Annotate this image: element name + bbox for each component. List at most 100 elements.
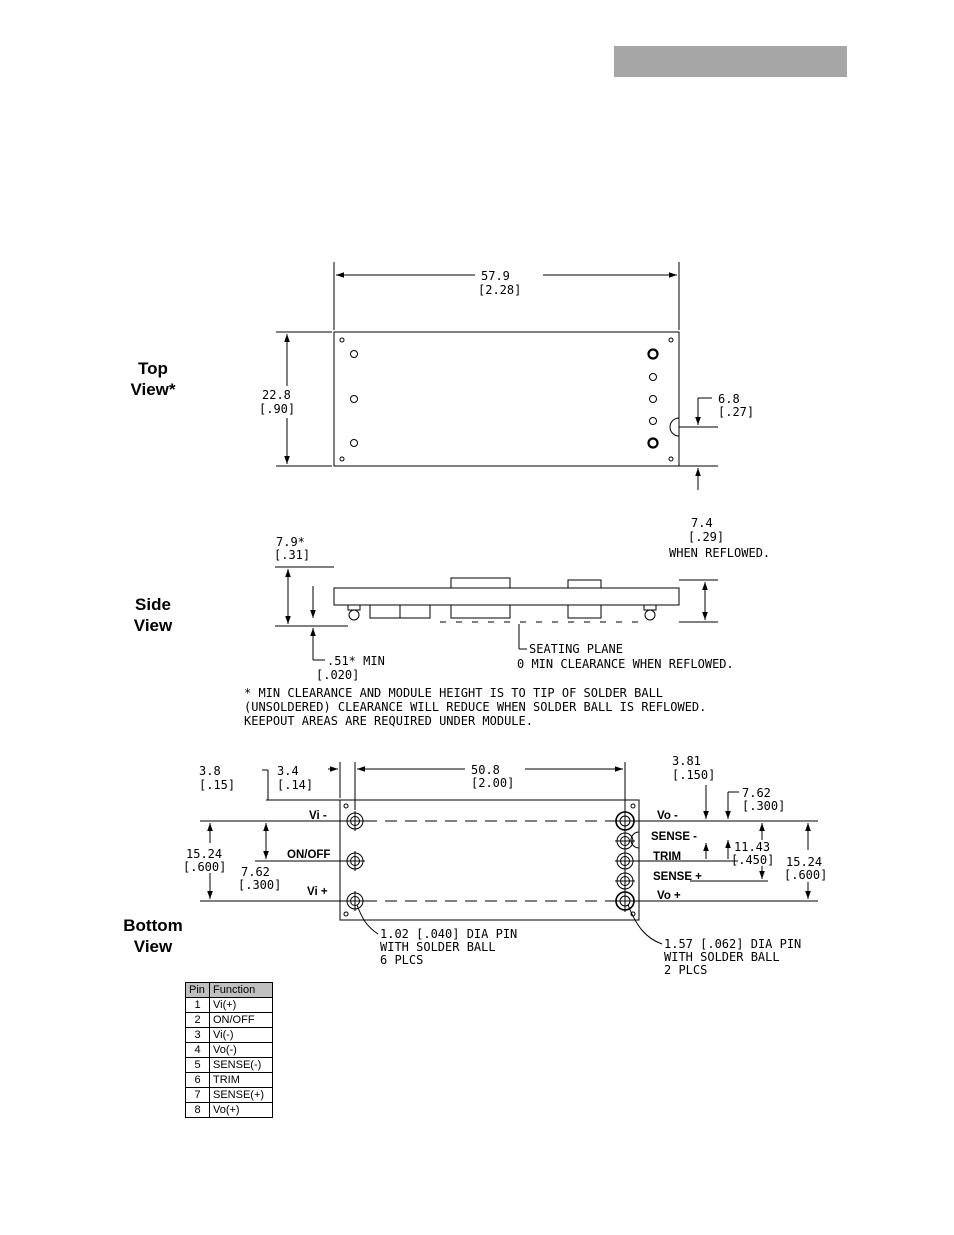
pin-stub xyxy=(347,604,361,611)
top-view-outline xyxy=(333,331,680,467)
dim-e-mm: 7.62 xyxy=(742,786,771,800)
dim-module-height-mm: 7.9* xyxy=(276,535,305,549)
top-view-dimensions: 57.9 [2.28] 22.8 [.90] 6.8 [.27] xyxy=(259,269,754,419)
solder-ball xyxy=(644,609,656,621)
dim-b-mm: 3.4 xyxy=(277,764,299,778)
pin-function: Vo(-) xyxy=(209,1042,273,1058)
top-view xyxy=(276,262,718,490)
dim-b-in: [.14] xyxy=(277,778,313,792)
dim-g-mm: 15.24 xyxy=(186,847,222,861)
pin-hole xyxy=(649,373,657,381)
dim-i-mm: 7.62 xyxy=(241,865,270,879)
dim-module-height-in: [.31] xyxy=(274,548,310,562)
pin-function: Vo(+) xyxy=(209,1102,273,1118)
dim-reflowed-in: [.29] xyxy=(688,530,724,544)
pin-function: TRIM xyxy=(209,1072,273,1088)
pin-label-vi-minus: Vi - xyxy=(309,810,327,822)
dim-clearance-in: [.020] xyxy=(316,668,359,682)
side-view-board xyxy=(333,587,680,606)
top-view-label-line1: Top xyxy=(138,359,168,378)
pin-label-sense-minus: SENSE - xyxy=(651,831,697,843)
bottom-view-dimensions: 3.8 [.15] 3.4 [.14] 50.8 [2.00] 3.81 [.1… xyxy=(183,754,827,977)
callout-large-line2: WITH SOLDER BALL xyxy=(664,950,780,964)
dim-e-in: [.300] xyxy=(742,799,785,813)
callout-small-line3: 6 PLCS xyxy=(380,953,423,967)
dim-c-in: [2.00] xyxy=(471,776,514,790)
dim-offset-mm: 6.8 xyxy=(718,392,740,406)
seating-plane-note: 0 MIN CLEARANCE WHEN REFLOWED. xyxy=(517,657,734,671)
pin-function: Vi(+) xyxy=(209,997,273,1013)
dim-width-in: [2.28] xyxy=(478,283,521,297)
pin-label-sense-plus: SENSE + xyxy=(653,871,702,883)
side-view xyxy=(275,566,718,661)
pin-hole-large xyxy=(647,348,659,360)
corner-hole xyxy=(668,337,674,343)
component xyxy=(567,579,602,589)
pin-table-header-row: Pin Function xyxy=(185,982,273,998)
side-view-label-line2: View xyxy=(133,616,173,635)
bottom-view-label-line2: View xyxy=(133,937,173,956)
dim-reflowed-note: WHEN REFLOWED. xyxy=(669,546,770,560)
pin-function: Vi(-) xyxy=(209,1027,273,1043)
dim-a-in: [.15] xyxy=(199,778,235,792)
corner-hole xyxy=(339,456,345,462)
dim-g-in: [.600] xyxy=(183,860,226,874)
seating-plane-label: SEATING PLANE xyxy=(529,642,623,656)
dim-height-in: [.90] xyxy=(259,402,295,416)
side-note-line1: * MIN CLEARANCE AND MODULE HEIGHT IS TO … xyxy=(244,686,663,700)
callout-large-line3: 2 PLCS xyxy=(664,963,707,977)
pin-number: 7 xyxy=(185,1087,210,1103)
pin-column-header: Pin xyxy=(185,982,210,998)
pin-function: SENSE(+) xyxy=(209,1087,273,1103)
dim-i-in: [.300] xyxy=(238,878,281,892)
pin-hole xyxy=(350,439,358,447)
pin-hole xyxy=(350,395,358,403)
dim-d-in: [.150] xyxy=(672,768,715,782)
pin-stub xyxy=(643,604,657,611)
top-view-label: Top View* xyxy=(118,358,188,400)
dim-h-mm: 15.24 xyxy=(786,855,822,869)
dim-h-in: [.600] xyxy=(784,868,827,882)
pin-number: 2 xyxy=(185,1012,210,1028)
pin-number: 4 xyxy=(185,1042,210,1058)
dim-clearance-mm: .51* MIN xyxy=(327,654,385,668)
side-view-dimensions: 7.9* [.31] 7.4 [.29] WHEN REFLOWED. .51*… xyxy=(244,516,770,728)
bottom-view-label: Bottom View xyxy=(112,915,194,957)
edge-notch xyxy=(669,417,680,437)
dim-offset-in: [.27] xyxy=(718,405,754,419)
pin-number: 3 xyxy=(185,1027,210,1043)
bottom-view-outline xyxy=(339,799,640,921)
dim-width-mm: 57.9 xyxy=(481,269,510,283)
solder-ball xyxy=(348,609,360,621)
function-column-header: Function xyxy=(209,982,273,998)
side-view-label: Side View xyxy=(118,594,188,636)
corner-hole xyxy=(339,337,345,343)
callout-large-line1: 1.57 [.062] DIA PIN xyxy=(664,937,801,951)
component xyxy=(567,604,602,619)
callout-small-line2: WITH SOLDER BALL xyxy=(380,940,496,954)
top-view-label-line2: View* xyxy=(130,380,176,399)
pin-hole xyxy=(649,395,657,403)
pin-number: 5 xyxy=(185,1057,210,1073)
dim-height-mm: 22.8 xyxy=(262,388,291,402)
bottom-view xyxy=(200,762,818,945)
pin-label-on-off: ON/OFF xyxy=(287,849,330,861)
dim-reflowed-mm: 7.4 xyxy=(691,516,713,530)
pin-hole-large xyxy=(647,437,659,449)
corner-hole xyxy=(668,456,674,462)
pin-number: 1 xyxy=(185,997,210,1013)
pin-label-vo-minus: Vo - xyxy=(657,810,678,822)
pin-function: SENSE(-) xyxy=(209,1057,273,1073)
right-pins xyxy=(614,810,636,912)
dim-d-mm: 3.81 xyxy=(672,754,701,768)
pin-function: ON/OFF xyxy=(209,1012,273,1028)
dim-f-in: [.450] xyxy=(731,853,774,867)
